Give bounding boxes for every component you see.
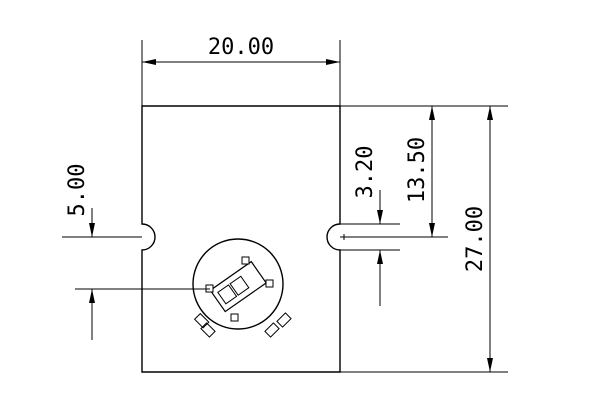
dimension-notch-height: 13.50 — [385, 106, 448, 238]
switch-pin — [230, 313, 239, 322]
switch-pin — [265, 279, 274, 288]
switch-pin — [241, 256, 250, 265]
dimension-width-label: 20.00 — [208, 35, 274, 60]
dimension-slot-width-label: 3.20 — [353, 146, 378, 199]
solder-tab — [200, 322, 216, 338]
switch-body-circle — [192, 238, 284, 330]
solder-tab — [193, 312, 210, 329]
rotary-switch — [192, 238, 292, 338]
switch-slider — [209, 260, 268, 313]
solder-tab — [276, 312, 292, 328]
dimension-height: 27.00 — [340, 105, 508, 373]
dimension-width: 20.00 — [141, 35, 341, 106]
solder-tab — [264, 322, 280, 338]
dimension-slot-width: 3.20 — [340, 146, 400, 306]
dimension-notch-depth: 5.00 — [62, 164, 210, 340]
dimension-height-label: 27.00 — [463, 206, 488, 272]
dimension-notch-height-label: 13.50 — [405, 137, 430, 203]
dimension-notch-depth-label: 5.00 — [65, 164, 90, 217]
